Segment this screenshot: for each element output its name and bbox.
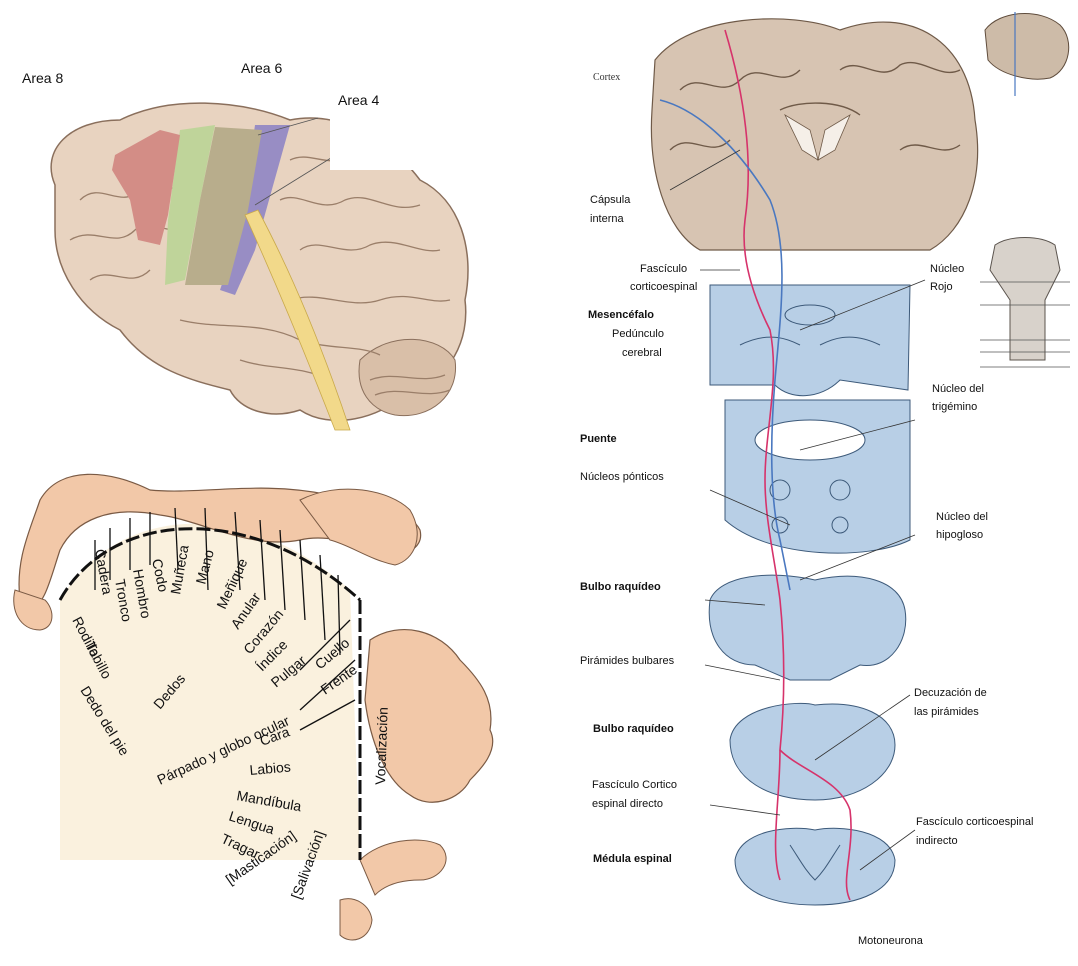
nucleo-rojo-label-line2: Rojo: [930, 280, 953, 295]
fasciculo-indirecto-label-line2: indirecto: [916, 834, 958, 849]
cortex-label: Cortex: [593, 72, 620, 83]
capsula-interna-label-line1: Cápsula: [590, 193, 630, 208]
pedunculo-cerebral-label-line1: Pedúnculo: [612, 327, 664, 342]
area8-label: Area 8: [22, 70, 63, 86]
medulla-upper-section: [709, 575, 906, 680]
corticospinal-pathway-figure: Cortex Cápsula interna Fascículo cortico…: [540, 0, 1078, 961]
pedunculo-cerebral-label-line2: cerebral: [622, 346, 662, 361]
bulbo-raquideo-label-2: Bulbo raquídeo: [593, 722, 674, 737]
puente-label: Puente: [580, 432, 617, 447]
mesencefalo-label: Mesencéfalo: [588, 308, 654, 323]
motor-homunculus-figure: Cadera Tronco Hombro Codo Muñeca Mano Me…: [0, 440, 540, 961]
coronal-brain-section: [651, 19, 977, 250]
homunculus-tongue: [360, 840, 446, 895]
fasciculo-corticoespinal-label-line1: Fascículo: [640, 262, 687, 277]
fasciculo-directo-label-line2: espinal directo: [592, 797, 663, 812]
inset-brainstem: [990, 238, 1060, 361]
nucleo-hipogloso-label-line1: Núcleo del: [936, 510, 988, 525]
nucleos-ponticos-label: Núcleos pónticos: [580, 470, 664, 485]
medulla-lower-section: [730, 703, 895, 800]
area6-label: Area 6: [241, 60, 282, 76]
decuzacion-label-line2: las pirámides: [914, 705, 979, 720]
nucleo-rojo-label-line1: Núcleo: [930, 262, 964, 277]
medula-espinal-label: Médula espinal: [593, 852, 672, 867]
mesencephalon-section: [710, 285, 910, 396]
decuzacion-label-line1: Decuzación de: [914, 686, 987, 701]
homunculus-drawing: Cadera Tronco Hombro Codo Muñeca Mano Me…: [0, 440, 540, 961]
fasciculo-directo-label-line1: Fascículo Cortico: [592, 778, 677, 793]
lateral-brain-figure: Area 8 Area 6 Area 4: [0, 0, 540, 440]
homunculus-throat: [340, 899, 372, 940]
piramides-bulbares-label: Pirámides bulbares: [580, 654, 674, 669]
inset-brain-lateral: [985, 14, 1069, 80]
bulbo-raquideo-label-1: Bulbo raquídeo: [580, 580, 661, 595]
homunculus-foot: [14, 590, 52, 630]
nucleo-hipogloso-label-line2: hipogloso: [936, 528, 983, 543]
motoneurona-label: Motoneurona: [858, 934, 923, 949]
fasciculo-corticoespinal-label-line2: corticoespinal: [630, 280, 697, 295]
area4-label: Area 4: [338, 92, 379, 108]
hom-label-vocalizacion: Vocalización: [372, 707, 391, 785]
nucleo-trigemino-label-line2: trigémino: [932, 400, 977, 415]
nucleo-trigemino-label-line1: Núcleo del: [932, 382, 984, 397]
spinal-cord-section: [735, 828, 895, 905]
capsula-interna-label-line2: interna: [590, 212, 624, 227]
fasciculo-indirecto-label-line1: Fascículo corticoespinal: [916, 815, 1033, 830]
